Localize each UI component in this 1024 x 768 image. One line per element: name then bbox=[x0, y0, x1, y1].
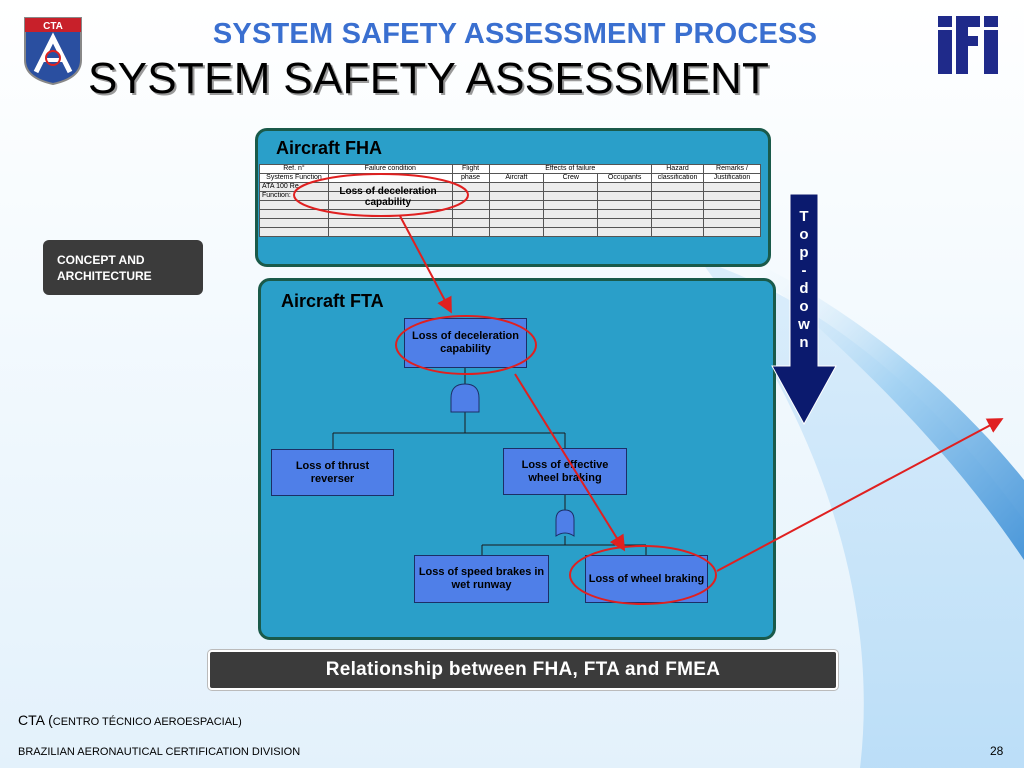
fha-header-row-1: Ref. n° Failure condition Flight Effects… bbox=[259, 164, 761, 174]
cta-logo-text: CTA bbox=[43, 21, 63, 32]
fha-row bbox=[259, 227, 761, 237]
top-down-arrow-icon bbox=[771, 194, 837, 426]
fta-node-effective-braking: Loss of effective wheel braking bbox=[503, 448, 627, 495]
fha-row bbox=[259, 209, 761, 219]
top-down-label: T o p - d o w n bbox=[790, 208, 818, 352]
slide-subtitle: SYSTEM SAFETY ASSESSMENT PROCESS bbox=[212, 18, 818, 50]
top-down-letter: o bbox=[799, 298, 809, 315]
footer-cta: CTA (CENTRO TÉCNICO AEROESPACIAL) bbox=[18, 712, 242, 728]
slide-title: SYSTEM SAFETY ASSESSMENT bbox=[88, 54, 770, 103]
fha-col-ref: Ref. n° bbox=[259, 164, 329, 174]
fta-node-thrust-reverser: Loss of thrust reverser bbox=[271, 449, 394, 496]
fha-col-remarks: Remarks / bbox=[703, 164, 761, 174]
concept-architecture-box: CONCEPT AND ARCHITECTURE bbox=[43, 240, 203, 295]
fha-col-hazard: Hazard bbox=[651, 164, 705, 174]
fta-node-speed-brakes: Loss of speed brakes in wet runway bbox=[414, 555, 549, 603]
fha-col-justification: Justification bbox=[703, 173, 761, 183]
top-down-letter: - bbox=[801, 262, 807, 279]
page-number: 28 bbox=[990, 744, 1004, 758]
fta-node-wheel-braking: Loss of wheel braking bbox=[585, 555, 708, 603]
fha-table: Ref. n° Failure condition Flight Effects… bbox=[259, 164, 761, 237]
fha-col-crew: Crew bbox=[543, 173, 599, 183]
top-down-letter: T bbox=[799, 208, 809, 225]
relationship-banner: Relationship between FHA, FTA and FMEA bbox=[208, 650, 838, 690]
top-down-letter: w bbox=[798, 316, 810, 333]
footer-cta-prefix: CTA ( bbox=[18, 712, 53, 728]
top-down-letter: p bbox=[799, 244, 809, 261]
top-down-letter: o bbox=[799, 226, 809, 243]
cta-logo: CTA bbox=[24, 17, 82, 86]
fha-col-occupants: Occupants bbox=[597, 173, 653, 183]
ifi-logo bbox=[938, 16, 998, 74]
fha-col-failure: Failure condition bbox=[327, 164, 453, 174]
top-down-letter: n bbox=[799, 334, 809, 351]
footer-division: BRAZILIAN AERONAUTICAL CERTIFICATION DIV… bbox=[18, 746, 301, 758]
fha-row bbox=[259, 218, 761, 228]
fha-title: Aircraft FHA bbox=[276, 138, 383, 158]
fta-top-event: Loss of deceleration capability bbox=[404, 318, 527, 368]
concept-line-1: CONCEPT AND bbox=[57, 252, 145, 267]
fha-col-classification: classification bbox=[651, 173, 705, 183]
fha-col-systems-function: Systems Function bbox=[259, 173, 329, 183]
fha-col-flight: Flight bbox=[451, 164, 490, 174]
top-down-letter: d bbox=[799, 280, 809, 297]
concept-line-2: ARCHITECTURE bbox=[57, 268, 152, 283]
fha-header-row-2: Systems Function phase Aircraft Crew Occ… bbox=[259, 173, 761, 183]
fha-col-aircraft: Aircraft bbox=[488, 173, 545, 183]
fha-col-phase: phase bbox=[451, 173, 490, 183]
fha-col-effects: Effects of failure bbox=[488, 164, 653, 174]
footer-cta-name: CENTRO TÉCNICO AEROESPACIAL) bbox=[52, 716, 242, 728]
fha-header-empty bbox=[327, 173, 453, 183]
fta-title: Aircraft FTA bbox=[281, 291, 384, 311]
fha-failure-condition-text: Loss of deceleration capability bbox=[339, 186, 437, 208]
